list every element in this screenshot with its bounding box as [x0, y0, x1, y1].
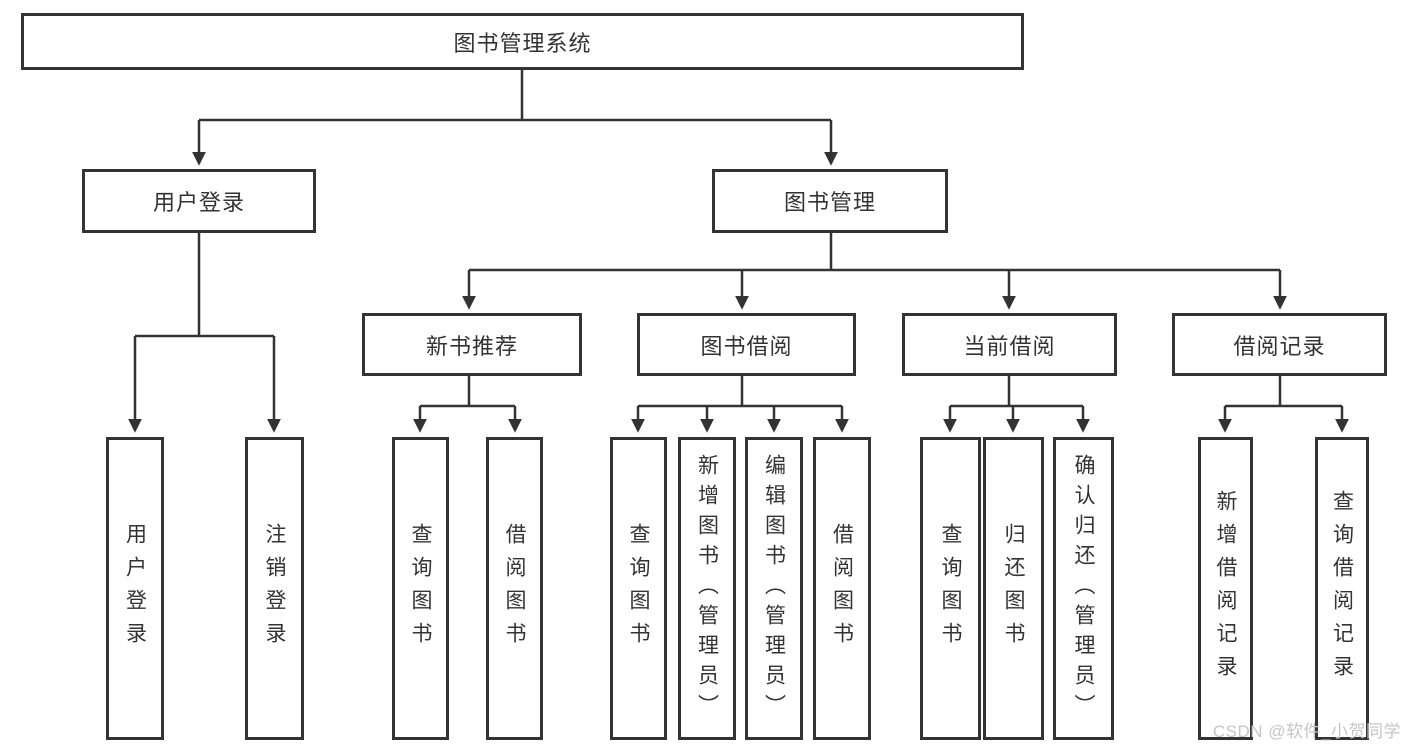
leaf-edit-books-admin: 编辑图书（管理员） [745, 437, 803, 740]
node-book-management: 图书管理 [712, 169, 948, 233]
node-book-management-system: 图书管理系统 [21, 13, 1024, 70]
node-book-management-system-label: 图书管理系统 [453, 30, 592, 56]
leaf-add-books-admin: 新增图书（管理员） [678, 437, 736, 740]
node-borrowing-records-label: 借阅记录 [1233, 333, 1326, 359]
node-new-book-recommend-label: 新书推荐 [425, 333, 518, 359]
leaf-query-books-3-label: 查询图书 [939, 522, 962, 655]
watermark: CSDN @软件_小贺同学 [1212, 722, 1401, 741]
leaf-query-books-1-label: 查询图书 [409, 522, 432, 655]
leaf-user-login: 用户登录 [106, 437, 164, 740]
leaf-add-borrow-record-label: 新增借阅记录 [1214, 489, 1237, 688]
leaf-query-books-3: 查询图书 [920, 437, 981, 740]
node-user-login: 用户登录 [82, 169, 316, 233]
node-current-borrowing-label: 当前借阅 [963, 333, 1056, 359]
edge-cur-borrow-stem [950, 376, 1083, 408]
edge-bk-borrow-stem [638, 376, 842, 408]
node-borrowing-records: 借阅记录 [1172, 313, 1387, 376]
leaf-borrow-books-2: 借阅图书 [813, 437, 871, 740]
leaf-user-login-label: 用户登录 [123, 522, 147, 655]
edge-book-mgmt-stem [469, 232, 1280, 272]
leaf-query-books-2: 查询图书 [610, 437, 667, 740]
leaf-return-books-label: 归还图书 [1002, 522, 1025, 655]
leaf-query-books-1: 查询图书 [392, 437, 449, 740]
node-user-login-label: 用户登录 [152, 190, 245, 215]
edge-new-rec-stem [420, 376, 515, 408]
leaf-add-books-admin-label: 新增图书（管理员） [695, 453, 719, 724]
node-new-book-recommend: 新书推荐 [362, 313, 582, 376]
leaf-borrow-books-1-label: 借阅图书 [503, 522, 526, 655]
edge-root-stem [199, 69, 831, 122]
node-book-borrowing: 图书借阅 [637, 313, 856, 376]
leaf-query-books-2-label: 查询图书 [627, 522, 650, 655]
node-current-borrowing: 当前借阅 [902, 313, 1117, 376]
leaf-borrow-books-1: 借阅图书 [486, 437, 543, 740]
leaf-logout-label: 注销登录 [263, 522, 286, 655]
leaf-edit-books-admin-label: 编辑图书（管理员） [762, 453, 786, 724]
leaf-add-borrow-record: 新增借阅记录 [1198, 437, 1253, 740]
leaf-confirm-return-admin-label: 确认归还（管理员） [1072, 453, 1095, 724]
node-book-borrowing-label: 图书借阅 [700, 333, 793, 359]
leaf-borrow-books-2-label: 借阅图书 [830, 522, 854, 655]
leaf-query-borrow-record: 查询借阅记录 [1315, 437, 1369, 740]
leaf-logout: 注销登录 [245, 437, 304, 740]
node-book-management-label: 图书管理 [783, 190, 876, 215]
leaf-return-books: 归还图书 [983, 437, 1044, 740]
edge-rec-stem [1225, 376, 1342, 408]
leaf-query-borrow-record-label: 查询借阅记录 [1330, 489, 1354, 688]
edge-user-login-stem [135, 232, 274, 338]
leaf-confirm-return-admin: 确认归还（管理员） [1053, 437, 1114, 740]
